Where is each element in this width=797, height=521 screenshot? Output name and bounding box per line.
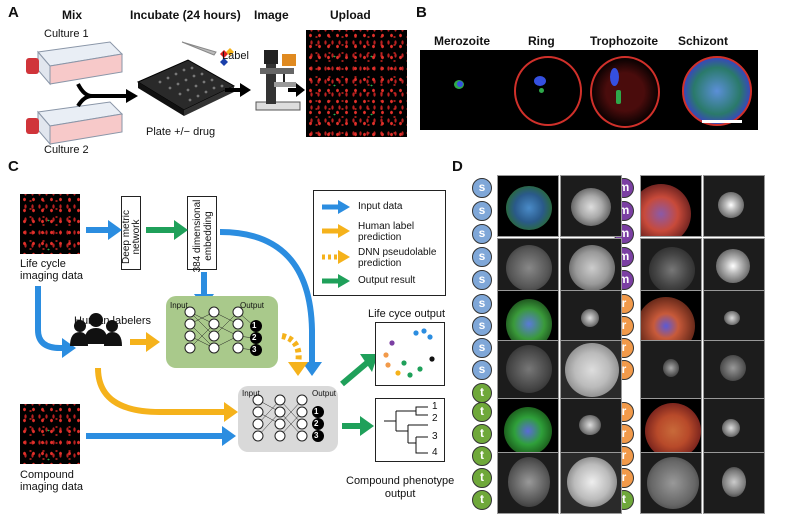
upload-image xyxy=(306,30,407,137)
stage-merozoite: Merozoite xyxy=(434,34,491,48)
nn1-node-3: 3 xyxy=(252,345,257,354)
micro-image xyxy=(497,175,559,237)
plate-label: Plate +/− drug xyxy=(146,126,216,138)
compound-data-label: Compound imaging data xyxy=(20,469,83,493)
human-labelers-icon xyxy=(70,313,122,346)
culture-flask-1 xyxy=(26,41,124,86)
human-labelers-label: Human labelers xyxy=(74,315,152,327)
life-cycle-output-label: Life cyce output xyxy=(368,308,446,320)
label-circle: s xyxy=(472,201,492,221)
micro-image xyxy=(497,398,559,460)
stage-trophozoite: Trophozoite xyxy=(590,34,658,48)
micro-image xyxy=(703,238,765,300)
nn1-node-1: 1 xyxy=(252,321,257,330)
label-text: Label xyxy=(222,50,249,62)
micro-image xyxy=(703,175,765,237)
life-cycle-data-label: Life cycle imaging data xyxy=(20,258,83,282)
label-circle: s xyxy=(472,224,492,244)
label-circle: s xyxy=(472,178,492,198)
life-cycle-output-plot xyxy=(375,322,445,386)
pipeline-diagram xyxy=(35,220,378,452)
label-circle: t xyxy=(472,446,492,466)
micro-image xyxy=(640,452,702,514)
life-cycle-data-image xyxy=(20,194,80,254)
legend-human-label: Human label prediction xyxy=(358,221,415,243)
legend-input-data: Input data xyxy=(358,201,403,212)
micro-image xyxy=(640,340,702,402)
label-circle: s xyxy=(472,247,492,267)
nn1-node-2: 2 xyxy=(252,333,257,342)
label-circle: s xyxy=(472,316,492,336)
micro-image xyxy=(640,398,702,460)
tree-leaf-2: 2 xyxy=(432,413,438,424)
deep-metric-network-box: Deep metric network xyxy=(121,196,142,270)
tree-leaf-4: 4 xyxy=(432,447,438,458)
micro-image xyxy=(560,340,622,402)
label-circle: t xyxy=(472,468,492,488)
legend-output-result: Output result xyxy=(358,275,416,286)
label-circle: s xyxy=(472,294,492,314)
header-incubate: Incubate (24 hours) xyxy=(130,8,241,22)
panel-label-a: A xyxy=(8,4,19,21)
micro-image xyxy=(703,452,765,514)
nn1-output-label: Output xyxy=(240,301,265,310)
micro-image xyxy=(560,175,622,237)
nn2-output-label: Output xyxy=(312,389,337,398)
micro-image xyxy=(560,398,622,460)
label-circle: t xyxy=(472,424,492,444)
tree-leaf-1: 1 xyxy=(432,401,438,412)
compound-output-label: Compound phenotype output xyxy=(346,475,455,500)
well-plate xyxy=(136,59,236,116)
panel-label-c: C xyxy=(8,158,19,175)
nn2-node-1: 1 xyxy=(314,407,319,416)
micro-image xyxy=(703,398,765,460)
label-circle: s xyxy=(472,360,492,380)
label-circle: s xyxy=(472,270,492,290)
compound-output-tree: 1 2 3 4 xyxy=(375,398,445,462)
header-mix: Mix xyxy=(62,8,83,22)
micro-image xyxy=(560,452,622,514)
culture2-label: Culture 2 xyxy=(44,144,89,156)
stage-schizont: Schizont xyxy=(678,34,728,48)
trophozoite-cell xyxy=(590,56,660,128)
culture-flask-2 xyxy=(26,101,124,146)
nn2-input-label: Input xyxy=(242,389,260,398)
header-upload: Upload xyxy=(330,8,371,22)
panel-label-d: D xyxy=(452,158,463,175)
panel-label-b: B xyxy=(416,4,427,21)
micro-image xyxy=(640,175,702,237)
header-image: Image xyxy=(254,8,289,22)
micro-image xyxy=(497,452,559,514)
embedding-box: 384 dimensional embedding xyxy=(187,196,217,272)
label-circle: s xyxy=(472,338,492,358)
micro-image xyxy=(560,238,622,300)
nn2-node-2: 2 xyxy=(314,419,319,428)
tree-leaf-3: 3 xyxy=(432,431,438,442)
label-circle: t xyxy=(472,402,492,422)
label-circle: t xyxy=(472,490,492,510)
culture1-label: Culture 1 xyxy=(44,28,89,40)
nn1-input-label: Input xyxy=(170,301,188,310)
compound-data-image xyxy=(20,404,80,464)
scale-bar xyxy=(702,120,742,123)
micro-image xyxy=(497,340,559,402)
microscope xyxy=(255,50,301,111)
micro-image xyxy=(640,238,702,300)
schizont-cell xyxy=(682,56,752,126)
stage-ring: Ring xyxy=(528,34,555,48)
legend: Input data Human label prediction DNN ps… xyxy=(313,190,446,296)
micro-image xyxy=(703,340,765,402)
micro-image xyxy=(497,238,559,300)
nn2-node-3: 3 xyxy=(314,431,319,440)
ring-cell xyxy=(514,56,582,126)
stage-images xyxy=(420,50,758,130)
workflow-illustration xyxy=(26,41,305,146)
legend-dnn-pseudo: DNN pseudolable prediction xyxy=(358,247,437,269)
label-circle: t xyxy=(472,383,492,403)
